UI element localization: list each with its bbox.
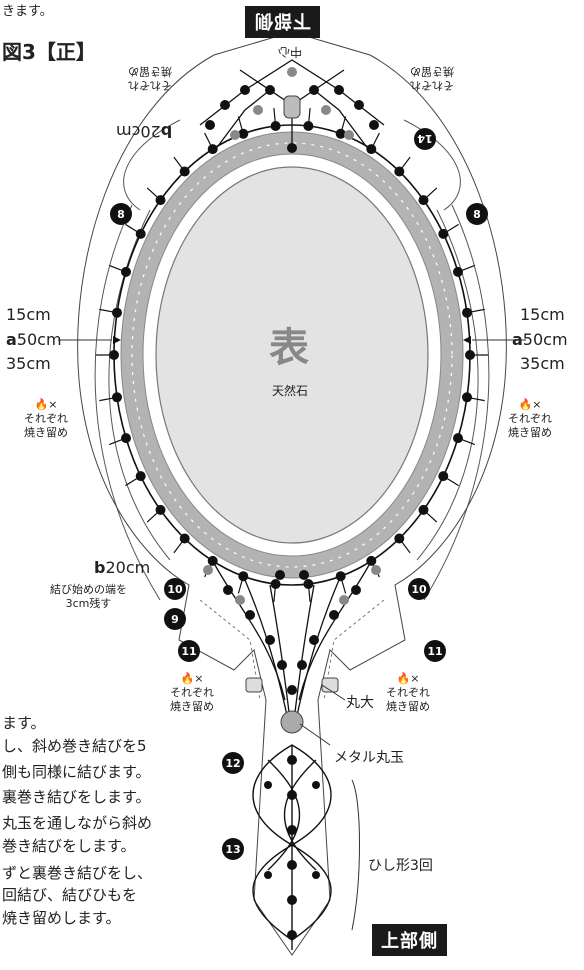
knot-spoke (146, 187, 161, 201)
instruction-line: 巻き結びをします。 (2, 837, 136, 855)
round-bead-left (245, 677, 263, 693)
step-number-10: 10 (164, 578, 186, 600)
knot-spoke (108, 264, 127, 273)
burn-note-top-left: それぞれ焼き留め (128, 65, 172, 92)
burn-note-mid-right: 🔥×それぞれ焼き留め (386, 672, 430, 713)
knot-spoke (204, 132, 214, 150)
knot-spoke (457, 264, 476, 273)
knot-spoke (237, 116, 244, 134)
burn-icon: 🔥 (396, 672, 411, 685)
left-length-top: 15cm (6, 305, 51, 324)
knot-spoke (307, 108, 311, 127)
knot-spoke (273, 108, 277, 127)
b-left-length: b20cm (94, 558, 151, 577)
handle-diamonds (252, 744, 332, 950)
knot-spoke (99, 308, 118, 314)
knot-spoke (237, 576, 244, 594)
step-number-8: 8 (466, 203, 488, 225)
burn-note-mid-left: 🔥×それぞれ焼き留め (170, 672, 214, 713)
bottom-side-tag: 下部側 (245, 6, 320, 38)
knot-spoke (466, 396, 485, 402)
natural-stone (155, 166, 429, 544)
step-number-9: 9 (164, 608, 186, 630)
knot-spoke (173, 538, 186, 554)
right-length-top: 15cm (520, 305, 565, 324)
hishi-label: ひし形3回 (368, 858, 433, 874)
step-number-10: 10 (408, 578, 430, 600)
knot-spoke (398, 538, 411, 554)
figure-title: 図3【正】 (2, 40, 96, 64)
center-label: 表 (269, 325, 309, 371)
knot-spoke (273, 583, 277, 602)
knot-spoke (370, 132, 380, 150)
right-length-bottom: 35cm (520, 354, 565, 373)
instruction-line: 裏巻き結びをします。 (2, 788, 151, 806)
b-top-length: b20cm (116, 122, 173, 141)
step-number-13: 13 (222, 838, 244, 860)
knot-spoke (125, 475, 142, 487)
top-bead (283, 95, 301, 119)
burn-icon: 🔥 (518, 398, 533, 411)
knot-spoke (442, 223, 459, 235)
knot-spoke (125, 223, 142, 235)
burn-note-right: 🔥×それぞれ焼き留め (508, 398, 552, 439)
cord-guide-lines (94, 119, 490, 601)
burn-note-top-right: それぞれ焼き留め (410, 65, 454, 92)
cut-text: きます。 (2, 4, 53, 19)
step-number-11: 11 (424, 640, 446, 662)
burn-icon: 🔥 (34, 398, 49, 411)
knot-spoke (340, 576, 347, 594)
instruction-line: ずと裏巻き結びをし、 (2, 864, 153, 882)
instruction-line: 回結び、結びひもを (2, 886, 138, 904)
metal-ball (280, 710, 304, 734)
top-side-tag: 上部側 (372, 924, 447, 956)
knot-spoke (173, 156, 186, 172)
step-number-8: 8 (110, 203, 132, 225)
maru-dai-label: 丸大 (346, 695, 374, 711)
knot-dots (96, 108, 488, 602)
top-knots (205, 85, 379, 153)
top-mark-text: 中心 (278, 45, 303, 59)
hishi-bracket (351, 779, 360, 931)
instruction-line: し、斜め巻き結びを5 (2, 737, 147, 755)
outer-frame (77, 31, 507, 956)
step-number-11: 11 (178, 640, 200, 662)
instruction-line: 側も同様に結びます。 (2, 763, 151, 781)
knot-spoke (398, 156, 411, 172)
left-length-bottom: 35cm (6, 354, 51, 373)
right-length-a: a50cm (512, 330, 568, 349)
instruction-line: 丸玉を通しながら斜め (2, 814, 153, 832)
instruction-line: ます。 (2, 714, 46, 732)
metal-ball-label: メタル丸玉 (334, 750, 404, 766)
knot-spoke (423, 187, 438, 201)
knot-spoke (340, 116, 347, 134)
knot-spoke (307, 583, 311, 602)
knot-spoke (466, 308, 485, 314)
left-length-a: a50cm (6, 330, 62, 349)
step-number-12: 12 (222, 752, 244, 774)
instruction-line: 焼き留めします。 (2, 909, 121, 927)
knot-spoke (442, 475, 459, 487)
knot-spoke (146, 509, 161, 523)
burn-note-left: 🔥×それぞれ焼き留め (24, 398, 68, 439)
step-number-14: 14 (414, 128, 436, 150)
knot-spoke (423, 509, 438, 523)
knot-spoke (108, 437, 127, 446)
knot-spoke (457, 437, 476, 446)
center-sub: 天然石 (272, 384, 309, 398)
knot-spoke (99, 396, 118, 402)
burn-icon: 🔥 (180, 672, 195, 685)
